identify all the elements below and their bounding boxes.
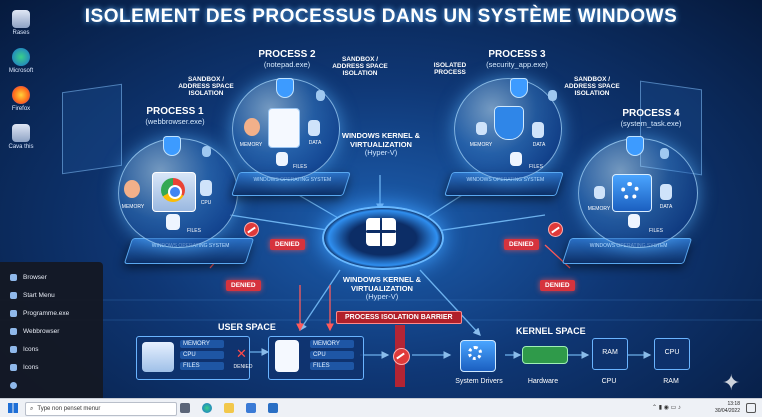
file-icon bbox=[276, 152, 288, 166]
security-shield-icon bbox=[494, 106, 524, 140]
shield-icon bbox=[163, 136, 181, 156]
no-entry-icon bbox=[244, 222, 259, 237]
process-isolation-barrier: PROCESS ISOLATION BARRIER bbox=[336, 311, 462, 324]
lock-icon bbox=[660, 148, 669, 159]
denied-badge: DENIED bbox=[226, 280, 261, 291]
firefox-icon bbox=[12, 86, 30, 104]
lock-icon bbox=[202, 146, 211, 157]
search-icon: ⌕ bbox=[30, 406, 34, 412]
recycle-bin-icon bbox=[12, 124, 30, 142]
user-icon bbox=[244, 118, 260, 136]
system-drivers-icon bbox=[460, 340, 496, 372]
browser-icon bbox=[10, 274, 17, 281]
database-icon bbox=[660, 184, 672, 200]
start-icon bbox=[10, 292, 17, 299]
lock-icon bbox=[316, 90, 325, 101]
notepad-icon bbox=[275, 340, 299, 372]
file-icon bbox=[166, 214, 180, 230]
edge-icon bbox=[12, 48, 30, 66]
blocked-x-icon: ✕ bbox=[236, 346, 247, 361]
desktop-icon-firefox[interactable]: Firefox bbox=[4, 86, 38, 112]
shield-icon bbox=[626, 136, 644, 156]
database-icon bbox=[308, 120, 320, 136]
desktop-icon-recycle-bin[interactable]: Rases bbox=[4, 10, 38, 36]
hw-label-cpu: CPU bbox=[601, 378, 617, 385]
database-icon bbox=[200, 180, 212, 196]
database-icon bbox=[532, 122, 544, 138]
sandbox-note-3: SANDBOX / ADDRESS SPACE ISOLATION bbox=[564, 76, 620, 98]
file-explorer-icon[interactable] bbox=[224, 403, 234, 413]
ram-chip: RAM bbox=[592, 338, 628, 370]
system-tray-icons[interactable]: ⌃ ▮ ◉ ▭ ♪ bbox=[652, 405, 681, 411]
ram-module-icon bbox=[522, 346, 568, 364]
windows-start-icon[interactable] bbox=[8, 403, 18, 413]
browser-window-icon bbox=[142, 342, 174, 372]
gear-icon bbox=[468, 346, 482, 360]
kernel-space-label: KERNEL SPACE bbox=[516, 326, 586, 336]
no-entry-icon bbox=[393, 348, 410, 365]
lock-icon bbox=[476, 122, 487, 135]
process1-label: PROCESS 1(webbrowser.exe) bbox=[145, 106, 205, 126]
settings-icon bbox=[10, 364, 17, 371]
chrome-center-icon bbox=[168, 185, 182, 199]
cpu-chip: CPU bbox=[654, 338, 690, 370]
desktop-icon-recycle-bin-2[interactable]: Cava this bbox=[4, 124, 38, 150]
store-icon[interactable] bbox=[246, 403, 256, 413]
windows-logo-divider bbox=[366, 230, 396, 233]
notepad-icon bbox=[268, 108, 300, 148]
shield-icon bbox=[276, 78, 294, 98]
start-menu-item-icons-2[interactable]: Icons bbox=[10, 364, 39, 371]
desktop-icon-edge[interactable]: Microsoft bbox=[4, 48, 38, 74]
sparkle-icon: ✦ bbox=[722, 370, 741, 395]
background-window bbox=[62, 83, 122, 175]
kernel-label-top: WINDOWS KERNEL & VIRTUALIZATION(Hyper-V) bbox=[341, 131, 421, 158]
start-menu-item-power[interactable] bbox=[10, 382, 23, 389]
sandbox-note-1: SANDBOX / ADDRESS SPACE ISOLATION bbox=[178, 76, 234, 98]
edge-icon[interactable] bbox=[202, 403, 212, 413]
start-menu-item-programme[interactable]: Programme.exe bbox=[10, 310, 69, 317]
user-icon bbox=[124, 180, 140, 198]
file-icon bbox=[510, 152, 522, 166]
sandbox-note-2: SANDBOX / ADDRESS SPACE ISOLATION bbox=[332, 56, 388, 78]
start-menu-item-webbrowser[interactable]: Webbrowser bbox=[10, 328, 59, 335]
notification-icon[interactable] bbox=[746, 403, 756, 413]
process3-label: PROCESS 3(security_app.exe) bbox=[486, 49, 548, 69]
program-icon bbox=[10, 310, 17, 317]
user-space-label: USER SPACE bbox=[218, 322, 276, 332]
process4-label: PROCESS 4(system_task.exe) bbox=[620, 108, 682, 128]
process2-label: PROCESS 2(notepad.exe) bbox=[258, 49, 316, 69]
page-title: ISOLEMENT DES PROCESSUS DANS UN SYSTÈME … bbox=[84, 6, 678, 27]
denied-badge: DENIED bbox=[540, 280, 575, 291]
window-icon bbox=[10, 328, 17, 335]
task-view-icon[interactable] bbox=[180, 403, 190, 413]
image-icon bbox=[10, 346, 17, 353]
lock-icon bbox=[594, 186, 605, 199]
recycle-bin-icon bbox=[12, 10, 30, 28]
hw-label-hardware: Hardware bbox=[527, 378, 559, 385]
denied-badge: DENIED bbox=[270, 239, 305, 250]
no-entry-icon bbox=[548, 222, 563, 237]
start-menu-item-start-menu[interactable]: Start Menu bbox=[10, 292, 55, 299]
isolated-process-note: ISOLATED PROCESS bbox=[433, 62, 467, 77]
hw-label-ram: RAM bbox=[663, 378, 679, 385]
denied-badge: DENIED bbox=[504, 239, 539, 250]
file-icon bbox=[628, 214, 640, 228]
start-menu-item-browser[interactable]: Browser bbox=[10, 274, 47, 281]
app-icon[interactable] bbox=[268, 403, 278, 413]
search-input[interactable]: ⌕Type non penset menur bbox=[25, 402, 177, 416]
shield-icon bbox=[510, 78, 528, 98]
lock-icon bbox=[548, 90, 557, 101]
start-menu-item-icons[interactable]: Icons bbox=[10, 346, 39, 353]
gear-icon bbox=[621, 182, 639, 200]
power-icon bbox=[10, 382, 17, 389]
kernel-label-bottom: WINDOWS KERNEL & VIRTUALIZATION(Hyper-V) bbox=[342, 275, 422, 302]
hw-label-drivers: System Drivers bbox=[455, 378, 503, 385]
start-menu: Browser Start Menu Programme.exe Webbrow… bbox=[0, 262, 103, 398]
